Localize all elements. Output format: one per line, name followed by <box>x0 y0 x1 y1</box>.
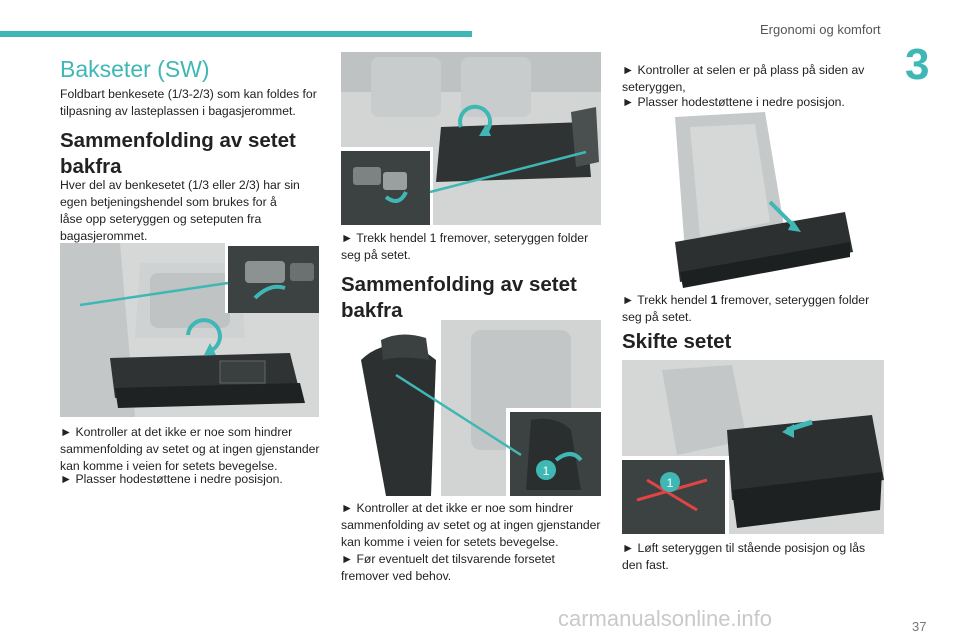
intro-paragraph: Foldbart benkesete (1/3-2/3) som kan fol… <box>60 87 317 118</box>
figure-seat-folded-trunk <box>341 52 601 225</box>
col3-caption-raise-seatback: ► Løft seteryggen til stående posisjon o… <box>622 541 866 572</box>
chapter-header-title: Ergonomi og komfort <box>760 22 881 37</box>
col1-bullet-check-obstruction: ► Kontroller at det ikke er noe som hind… <box>60 425 320 473</box>
figure-seat-raise: 1 <box>622 360 884 534</box>
col3-bullet-belt: ► Kontroller at selen er på plass på sid… <box>622 63 865 94</box>
lever-number: 1 <box>710 293 718 307</box>
col3-bullet-headrests: ► Plasser hodestøttene i nedre posisjon. <box>622 95 845 109</box>
header-accent-bar <box>0 31 472 37</box>
page-number: 37 <box>912 619 927 634</box>
fold-description: Hver del av benkesetet (1/3 eller 2/3) h… <box>60 178 300 243</box>
col1-bullet-headrests: ► Plasser hodestøttene i nedre posisjon. <box>60 472 283 486</box>
subheading-fold-from-rear: Sammenfolding av setet bakfra <box>60 129 296 178</box>
figure-seat-lever-side: 1 <box>341 320 601 496</box>
col3-caption-pull-lever: ► Trekk hendel 1 fremover, seteryggen fo… <box>622 293 870 324</box>
watermark-text: carmanualsonline.info <box>558 606 773 631</box>
col2-caption-pull-lever: ► Trekk hendel 1 fremover, seteryggen fo… <box>341 231 589 262</box>
callout-1-col3: 1 <box>667 476 674 490</box>
col2-bullet-check-obstruction: ► Kontroller at det ikke er noe som hind… <box>341 501 601 549</box>
col2-bullet-move-front-seat: ► Før eventuelt det tilsvarende forsetet… <box>341 552 555 583</box>
figure-seat-back-folding <box>645 112 855 288</box>
chapter-number: 3 <box>905 40 930 89</box>
subheading-fold-from-rear-2: Sammenfolding av setet bakfra <box>341 273 577 322</box>
callout-1-col2: 1 <box>543 464 550 478</box>
subheading-change-seat: Skifte setet <box>622 330 732 353</box>
section-title: Bakseter (SW) <box>60 56 210 82</box>
figure-trunk-lever <box>60 243 319 417</box>
